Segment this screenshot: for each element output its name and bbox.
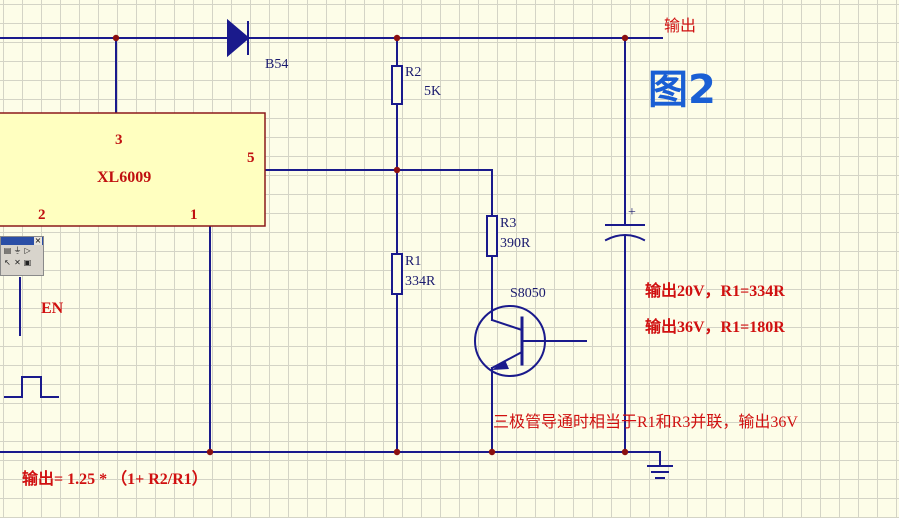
- diode-label: B54: [265, 57, 289, 72]
- transistor-body: [474, 305, 546, 377]
- chip-name: XL6009: [97, 169, 152, 186]
- transistor-label: S8050: [510, 286, 546, 301]
- figure-title: 图2: [648, 67, 716, 113]
- r1-name: R1: [405, 254, 422, 269]
- junction-dot: [621, 448, 629, 456]
- output-36v-label: 输出36V，R1=180R: [645, 319, 785, 336]
- junction-dot: [488, 448, 496, 456]
- emitter-arrow: [492, 360, 509, 370]
- resistor-r2: [391, 65, 403, 105]
- pin-5-label: 5: [247, 150, 255, 166]
- r3-name: R3: [500, 216, 517, 231]
- toolbox-ground-icon[interactable]: ⏚: [13, 246, 22, 255]
- en-label: EN: [41, 300, 64, 317]
- junction-dot: [393, 166, 401, 174]
- output-20v-label: 输出20V，R1=334R: [645, 283, 785, 300]
- junction-dot: [206, 448, 214, 456]
- pin-2-label: 2: [38, 207, 46, 223]
- xl6009-chip: [0, 112, 266, 227]
- pin-3-label: 3: [115, 132, 123, 148]
- junction-dot: [393, 34, 401, 42]
- junction-dot: [393, 448, 401, 456]
- diode-b54: [227, 18, 250, 58]
- toolbox-pointer-icon[interactable]: ↖: [4, 258, 11, 267]
- junction-dot: [621, 34, 629, 42]
- junction-dot: [112, 34, 120, 42]
- r3-value: 390R: [500, 236, 531, 251]
- toolbox-titlebar[interactable]: ×: [1, 237, 43, 245]
- toolbox-no-connect-icon[interactable]: ✕: [14, 258, 21, 267]
- resistor-r3: [486, 215, 498, 257]
- toolbox-part-icon[interactable]: ▣: [23, 258, 32, 267]
- r2-name: R2: [405, 65, 422, 80]
- r2-value: 5K: [424, 84, 442, 99]
- cap-plus-sign: +: [628, 205, 636, 220]
- toolbox-bus-icon[interactable]: ▤: [3, 246, 12, 255]
- output-top-label: 输出: [664, 18, 697, 35]
- toolbox-port-icon[interactable]: ▷: [24, 246, 31, 255]
- transistor-note: 三极管导通时相当于R1和R3并联，输出36V: [493, 414, 798, 431]
- en-pulse: [4, 376, 59, 398]
- toolbox-close-button[interactable]: ×: [34, 236, 42, 245]
- resistor-r1: [391, 253, 403, 295]
- r1-value: 334R: [405, 274, 436, 289]
- pin-1-label: 1: [190, 207, 198, 223]
- floating-toolbox[interactable]: × ▤ ⏚ ▷ ↖ ✕ ▣: [0, 236, 44, 276]
- formula-label: 输出= 1.25 * （1+ R2/R1）: [22, 471, 208, 488]
